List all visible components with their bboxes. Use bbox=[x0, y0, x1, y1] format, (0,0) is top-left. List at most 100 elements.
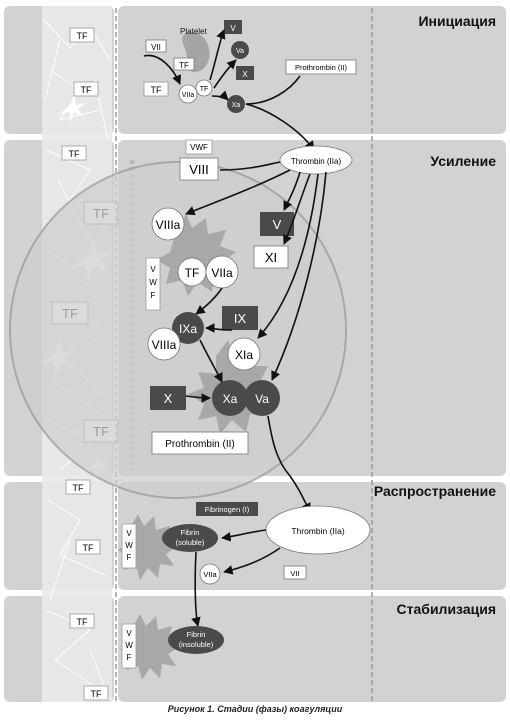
svg-text:Fibrin: Fibrin bbox=[187, 630, 206, 639]
factor-vii-node: VII bbox=[145, 39, 167, 53]
propagation-arrows bbox=[191, 529, 281, 627]
factor-vii-prop-node: VII bbox=[283, 565, 307, 580]
svg-text:IXa: IXa bbox=[179, 322, 197, 336]
svg-text:TF: TF bbox=[77, 617, 88, 627]
phase-title-propagation: Распространение bbox=[374, 483, 496, 499]
svg-text:F: F bbox=[151, 291, 156, 300]
factor-xi-node: XI bbox=[253, 245, 289, 269]
svg-text:VII: VII bbox=[290, 569, 299, 578]
tf-label: TF bbox=[61, 145, 87, 161]
svg-text:V: V bbox=[150, 265, 156, 274]
factor-tf-node: TF bbox=[173, 57, 195, 71]
prothrombin-node: Prothrombin (II) bbox=[285, 59, 357, 75]
factor-viia-node: VIIa bbox=[178, 84, 198, 104]
factor-tf-small-node: TF bbox=[195, 79, 213, 97]
star-1 bbox=[59, 95, 86, 122]
factor-tf-amp-node: TF bbox=[177, 257, 207, 287]
propagation-group: V W F Fibrinogen (I) Thrombin (IIa) Fibr… bbox=[118, 502, 371, 627]
factor-ix-node: IX bbox=[222, 306, 258, 330]
svg-text:F: F bbox=[127, 653, 132, 662]
coagulation-diagram: TF TF TF TF TF TF TF TF TF TF TF Инициац… bbox=[4, 6, 506, 702]
vwf-strip-stabilization: V W F bbox=[121, 623, 137, 669]
svg-text:Va: Va bbox=[236, 48, 244, 55]
stabilization-panel bbox=[118, 596, 506, 702]
svg-text:TF: TF bbox=[83, 543, 94, 553]
svg-text:TF: TF bbox=[77, 31, 88, 41]
factor-ixa-node: IXa bbox=[172, 312, 204, 344]
svg-text:VIII: VIII bbox=[189, 162, 209, 177]
platelet-label: Platelet bbox=[180, 27, 207, 36]
factor-v-node: V bbox=[224, 20, 242, 34]
svg-text:TF: TF bbox=[200, 86, 209, 93]
amplification-group: V W F VWF VIII Thrombin (IIa) VIIIa V XI… bbox=[145, 139, 353, 513]
factor-viia-amp-node: VIIa bbox=[205, 255, 239, 289]
svg-text:X: X bbox=[242, 70, 248, 79]
svg-text:XI: XI bbox=[265, 250, 277, 265]
svg-text:Va: Va bbox=[255, 392, 269, 406]
svg-text:Thrombin (IIa): Thrombin (IIa) bbox=[291, 157, 342, 166]
thrombin-prop-ellipse: Thrombin (IIa) bbox=[265, 505, 371, 555]
tf-label: TF bbox=[75, 539, 101, 555]
factor-viia-prop-node: VIIa bbox=[199, 563, 221, 585]
phase-title-amplification: Усиление bbox=[430, 153, 496, 169]
svg-text:TF: TF bbox=[185, 266, 200, 280]
svg-text:Xa: Xa bbox=[223, 392, 238, 406]
svg-text:TF: TF bbox=[81, 85, 92, 95]
svg-text:TF: TF bbox=[69, 149, 80, 159]
svg-text:Prothrombin (II): Prothrombin (II) bbox=[295, 63, 348, 72]
svg-text:Fibrinogen (I): Fibrinogen (I) bbox=[205, 505, 250, 514]
svg-text:V: V bbox=[126, 629, 132, 638]
tf-label: TF bbox=[69, 27, 95, 43]
svg-text:VIIa: VIIa bbox=[211, 266, 233, 280]
svg-text:(insoluble): (insoluble) bbox=[179, 640, 214, 649]
svg-text:VIIIa: VIIIa bbox=[156, 218, 181, 232]
svg-text:Xa: Xa bbox=[232, 102, 241, 109]
amplification-arrows bbox=[185, 161, 327, 513]
svg-text:V: V bbox=[126, 529, 132, 538]
svg-text:VIIa: VIIa bbox=[182, 92, 195, 99]
svg-text:VIIIa: VIIIa bbox=[152, 338, 177, 352]
svg-text:XIa: XIa bbox=[235, 348, 253, 362]
fibrin-soluble-node: Fibrin(soluble) bbox=[162, 524, 218, 552]
factor-x-node: X bbox=[236, 66, 254, 80]
svg-text:TF: TF bbox=[151, 85, 162, 95]
svg-text:Prothrombin (II): Prothrombin (II) bbox=[165, 439, 234, 450]
svg-text:Thrombin (IIa): Thrombin (IIa) bbox=[291, 526, 345, 536]
fibrinogen-node: Fibrinogen (I) bbox=[196, 502, 258, 516]
svg-text:F: F bbox=[127, 553, 132, 562]
factor-va-amp-node: Va bbox=[244, 380, 280, 416]
tf-label: TF bbox=[83, 685, 109, 701]
svg-text:TF: TF bbox=[91, 689, 102, 699]
tf-label: TF bbox=[65, 479, 91, 495]
factor-x-amp-node: X bbox=[150, 386, 186, 410]
factor-xa-amp-node: Xa bbox=[212, 380, 248, 416]
factor-xia-node: XIa bbox=[227, 337, 261, 371]
phase-title-stabilization: Стабилизация bbox=[397, 601, 496, 617]
svg-text:TF: TF bbox=[73, 483, 84, 493]
factor-viiia-node: VIIIa bbox=[147, 327, 181, 361]
factor-xa-node: Xa bbox=[227, 95, 245, 113]
svg-text:W: W bbox=[125, 541, 133, 550]
tf-label: TF bbox=[69, 613, 95, 629]
prothrombin-amp-node: Prothrombin (II) bbox=[151, 431, 249, 455]
initiation-group: Platelet VII TF VIIa TF V Va X Xa Prothr… bbox=[143, 20, 357, 151]
svg-text:TF: TF bbox=[179, 61, 189, 70]
vwf-strip: V W F bbox=[145, 257, 161, 311]
figure-caption: Рисунок 1. Стадии (фазы) коагуляции bbox=[167, 704, 343, 714]
tf-label: TF bbox=[143, 81, 169, 97]
svg-text:V: V bbox=[230, 24, 236, 33]
svg-text:X: X bbox=[164, 391, 173, 406]
factor-va-node: Va bbox=[231, 41, 249, 59]
factor-viii-node: VIII bbox=[179, 157, 219, 181]
svg-text:VWF: VWF bbox=[190, 143, 208, 152]
svg-text:W: W bbox=[125, 641, 133, 650]
svg-text:Fibrin: Fibrin bbox=[181, 528, 200, 537]
svg-text:W: W bbox=[149, 278, 157, 287]
svg-text:VIIa: VIIa bbox=[203, 570, 217, 579]
svg-text:V: V bbox=[273, 217, 282, 232]
factor-viiia-top-node: VIIIa bbox=[151, 207, 185, 241]
tf-label: TF bbox=[73, 81, 99, 97]
thrombin-ellipse: Thrombin (IIa) bbox=[279, 145, 353, 175]
stabilization-group: V W F Fibrin(insoluble) bbox=[120, 614, 224, 680]
svg-text:VII: VII bbox=[151, 43, 161, 52]
